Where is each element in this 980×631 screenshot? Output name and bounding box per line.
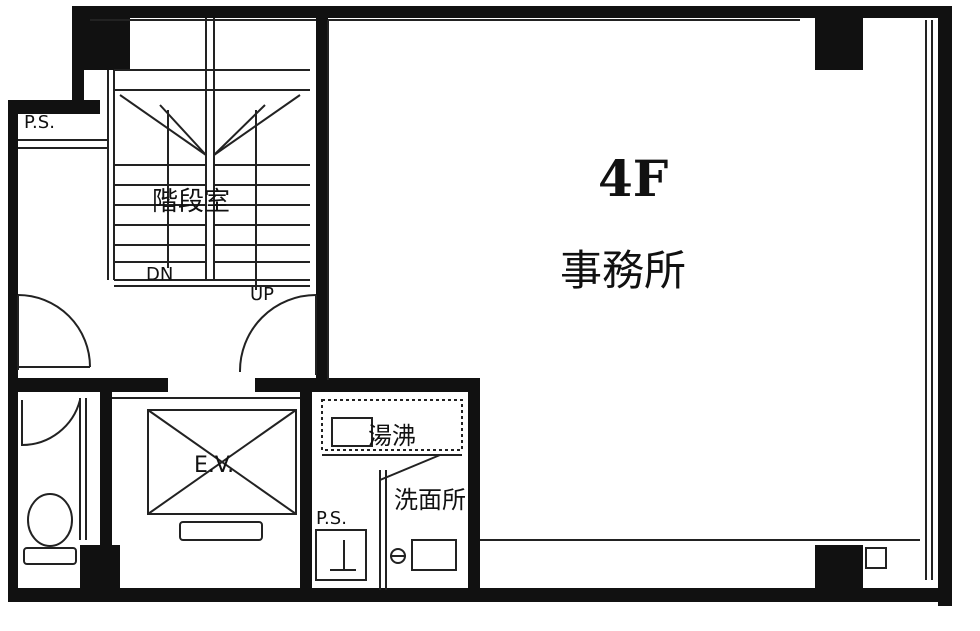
left-corridor — [8, 100, 317, 375]
toilet-room — [21, 398, 87, 565]
floor-label: 4F — [598, 149, 668, 208]
up-label: UP — [250, 284, 274, 305]
down-label: DN — [146, 264, 173, 285]
elevator-shaft — [112, 397, 300, 541]
office-room — [327, 20, 920, 569]
outer-walls — [8, 6, 952, 606]
interior-walls — [8, 378, 480, 592]
washroom-label: 洗面所 — [394, 486, 466, 514]
kitchenette-label: 湯沸 — [368, 422, 416, 450]
ps-top-label: P.S. — [24, 112, 55, 133]
service-rooms — [315, 399, 463, 590]
window-frames — [90, 19, 933, 580]
elevator-label: E.V. — [194, 453, 234, 478]
ps-bottom-label: P.S. — [316, 508, 347, 529]
stair-arrows — [167, 110, 257, 290]
office-label: 事務所 — [560, 246, 686, 295]
toilet-icon — [27, 493, 73, 547]
stair-room-label: 階段室 — [152, 187, 230, 217]
